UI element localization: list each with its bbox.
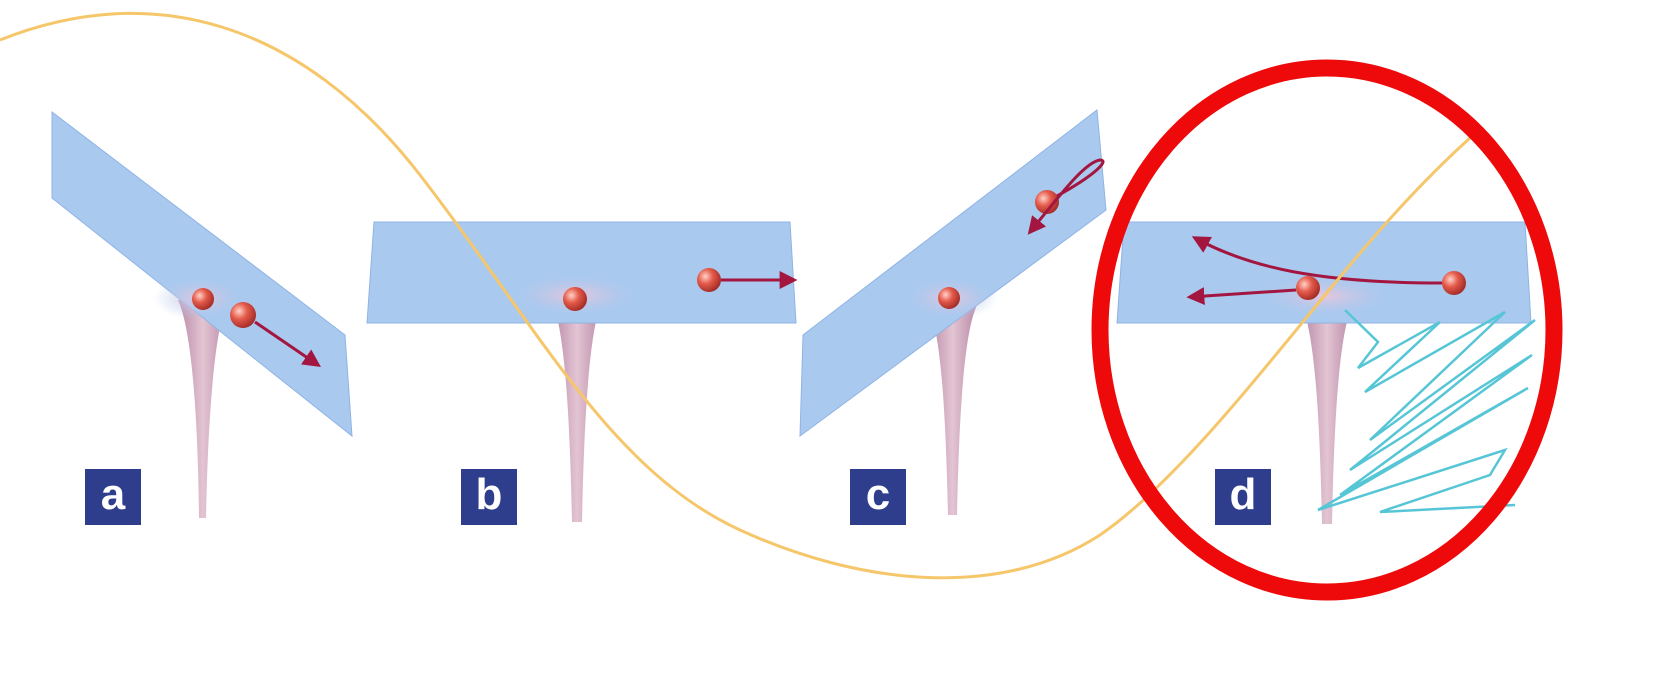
electron-d2	[1442, 271, 1466, 295]
electron-d1	[1296, 276, 1320, 300]
arrow-d-upper	[1191, 236, 1443, 285]
arrow-d-lower	[1186, 287, 1297, 306]
panel-label-d: d	[1215, 469, 1271, 525]
panel-c	[799, 109, 1107, 515]
electron-b2	[697, 268, 721, 292]
panel-a	[51, 110, 353, 518]
laser-field-wave	[0, 11, 1472, 580]
electron-a2	[230, 302, 256, 328]
arrow-a	[254, 320, 321, 368]
potential-surface-a	[51, 110, 353, 438]
panel-label-d-text: d	[1229, 470, 1257, 519]
arrow-c	[1027, 158, 1105, 235]
electron-a1	[192, 288, 214, 310]
panel-label-a-text: a	[100, 470, 126, 519]
potential-well-b	[552, 300, 602, 522]
electron-c1	[938, 287, 960, 309]
panel-label-c-text: c	[865, 470, 891, 519]
potential-well-a	[178, 300, 228, 518]
emission-wave-d	[1317, 309, 1536, 514]
panel-label-b: b	[461, 469, 517, 525]
panel-label-b-text: b	[475, 470, 503, 519]
electron-c2	[1035, 190, 1059, 214]
panel-label-c: c	[850, 469, 906, 525]
highlight-ring	[1091, 59, 1563, 601]
electron-b1	[563, 287, 587, 311]
potential-well-c	[928, 305, 977, 515]
panel-b	[366, 221, 798, 522]
potential-well-d	[1302, 305, 1352, 524]
panel-d	[1116, 221, 1536, 524]
potential-surface-c	[799, 109, 1107, 438]
panel-label-a: a	[85, 469, 141, 525]
